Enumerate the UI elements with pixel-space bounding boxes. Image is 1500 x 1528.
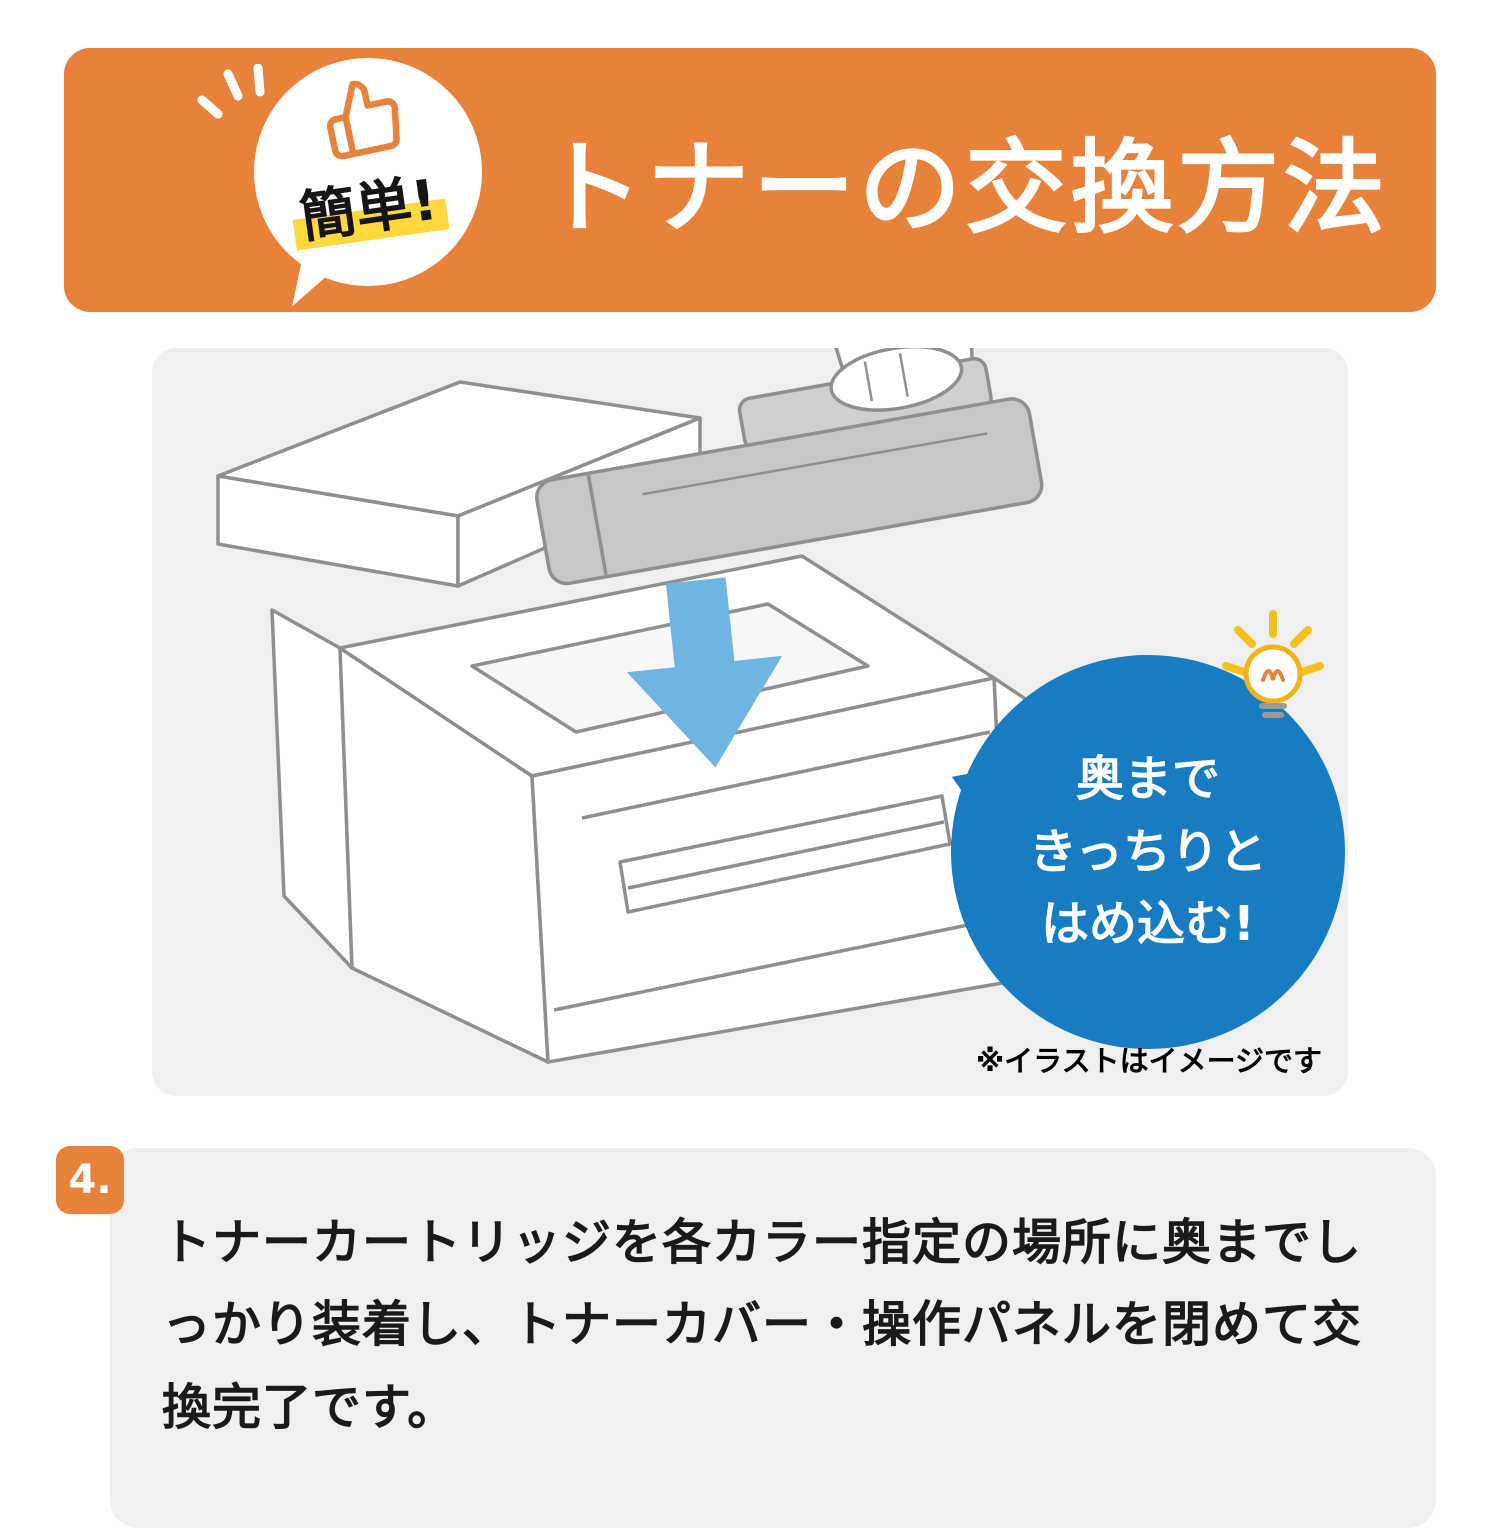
header-banner: 簡単! トナーの交換方法 xyxy=(64,48,1436,317)
down-arrow-icon xyxy=(626,577,783,768)
lightbulb-icon xyxy=(1222,610,1324,718)
tip-line-1: 奥まで xyxy=(1075,751,1220,808)
step-number-badge: 4. xyxy=(56,1146,124,1214)
step-description: トナーカートリッジを各カラー指定の場所に奥までしっかり装着し、トナーカバー・操作… xyxy=(162,1214,1363,1436)
tip-bubble: 奥まで きっちりと はめ込む! xyxy=(899,655,1345,1049)
illustration-note: ※イラストはイメージです xyxy=(975,1044,1322,1078)
thumbs-up-icon xyxy=(326,80,400,160)
page-title: トナーの交換方法 xyxy=(541,129,1389,249)
speech-bubble-tail xyxy=(292,245,350,317)
illustration-panel: 奥まで きっちりと はめ込む! ※イラストはイメージです xyxy=(152,348,1348,1096)
easy-speech-bubble: 簡単! xyxy=(254,58,482,317)
tip-line-2: きっちりと xyxy=(1028,823,1268,880)
tip-line-3: はめ込む! xyxy=(1041,896,1255,953)
step-panel: トナーカートリッジを各カラー指定の場所に奥までしっかり装着し、トナーカバー・操作… xyxy=(110,1148,1436,1528)
easy-badge-label: 簡単! xyxy=(286,153,450,256)
emphasis-lines-icon xyxy=(197,64,265,119)
